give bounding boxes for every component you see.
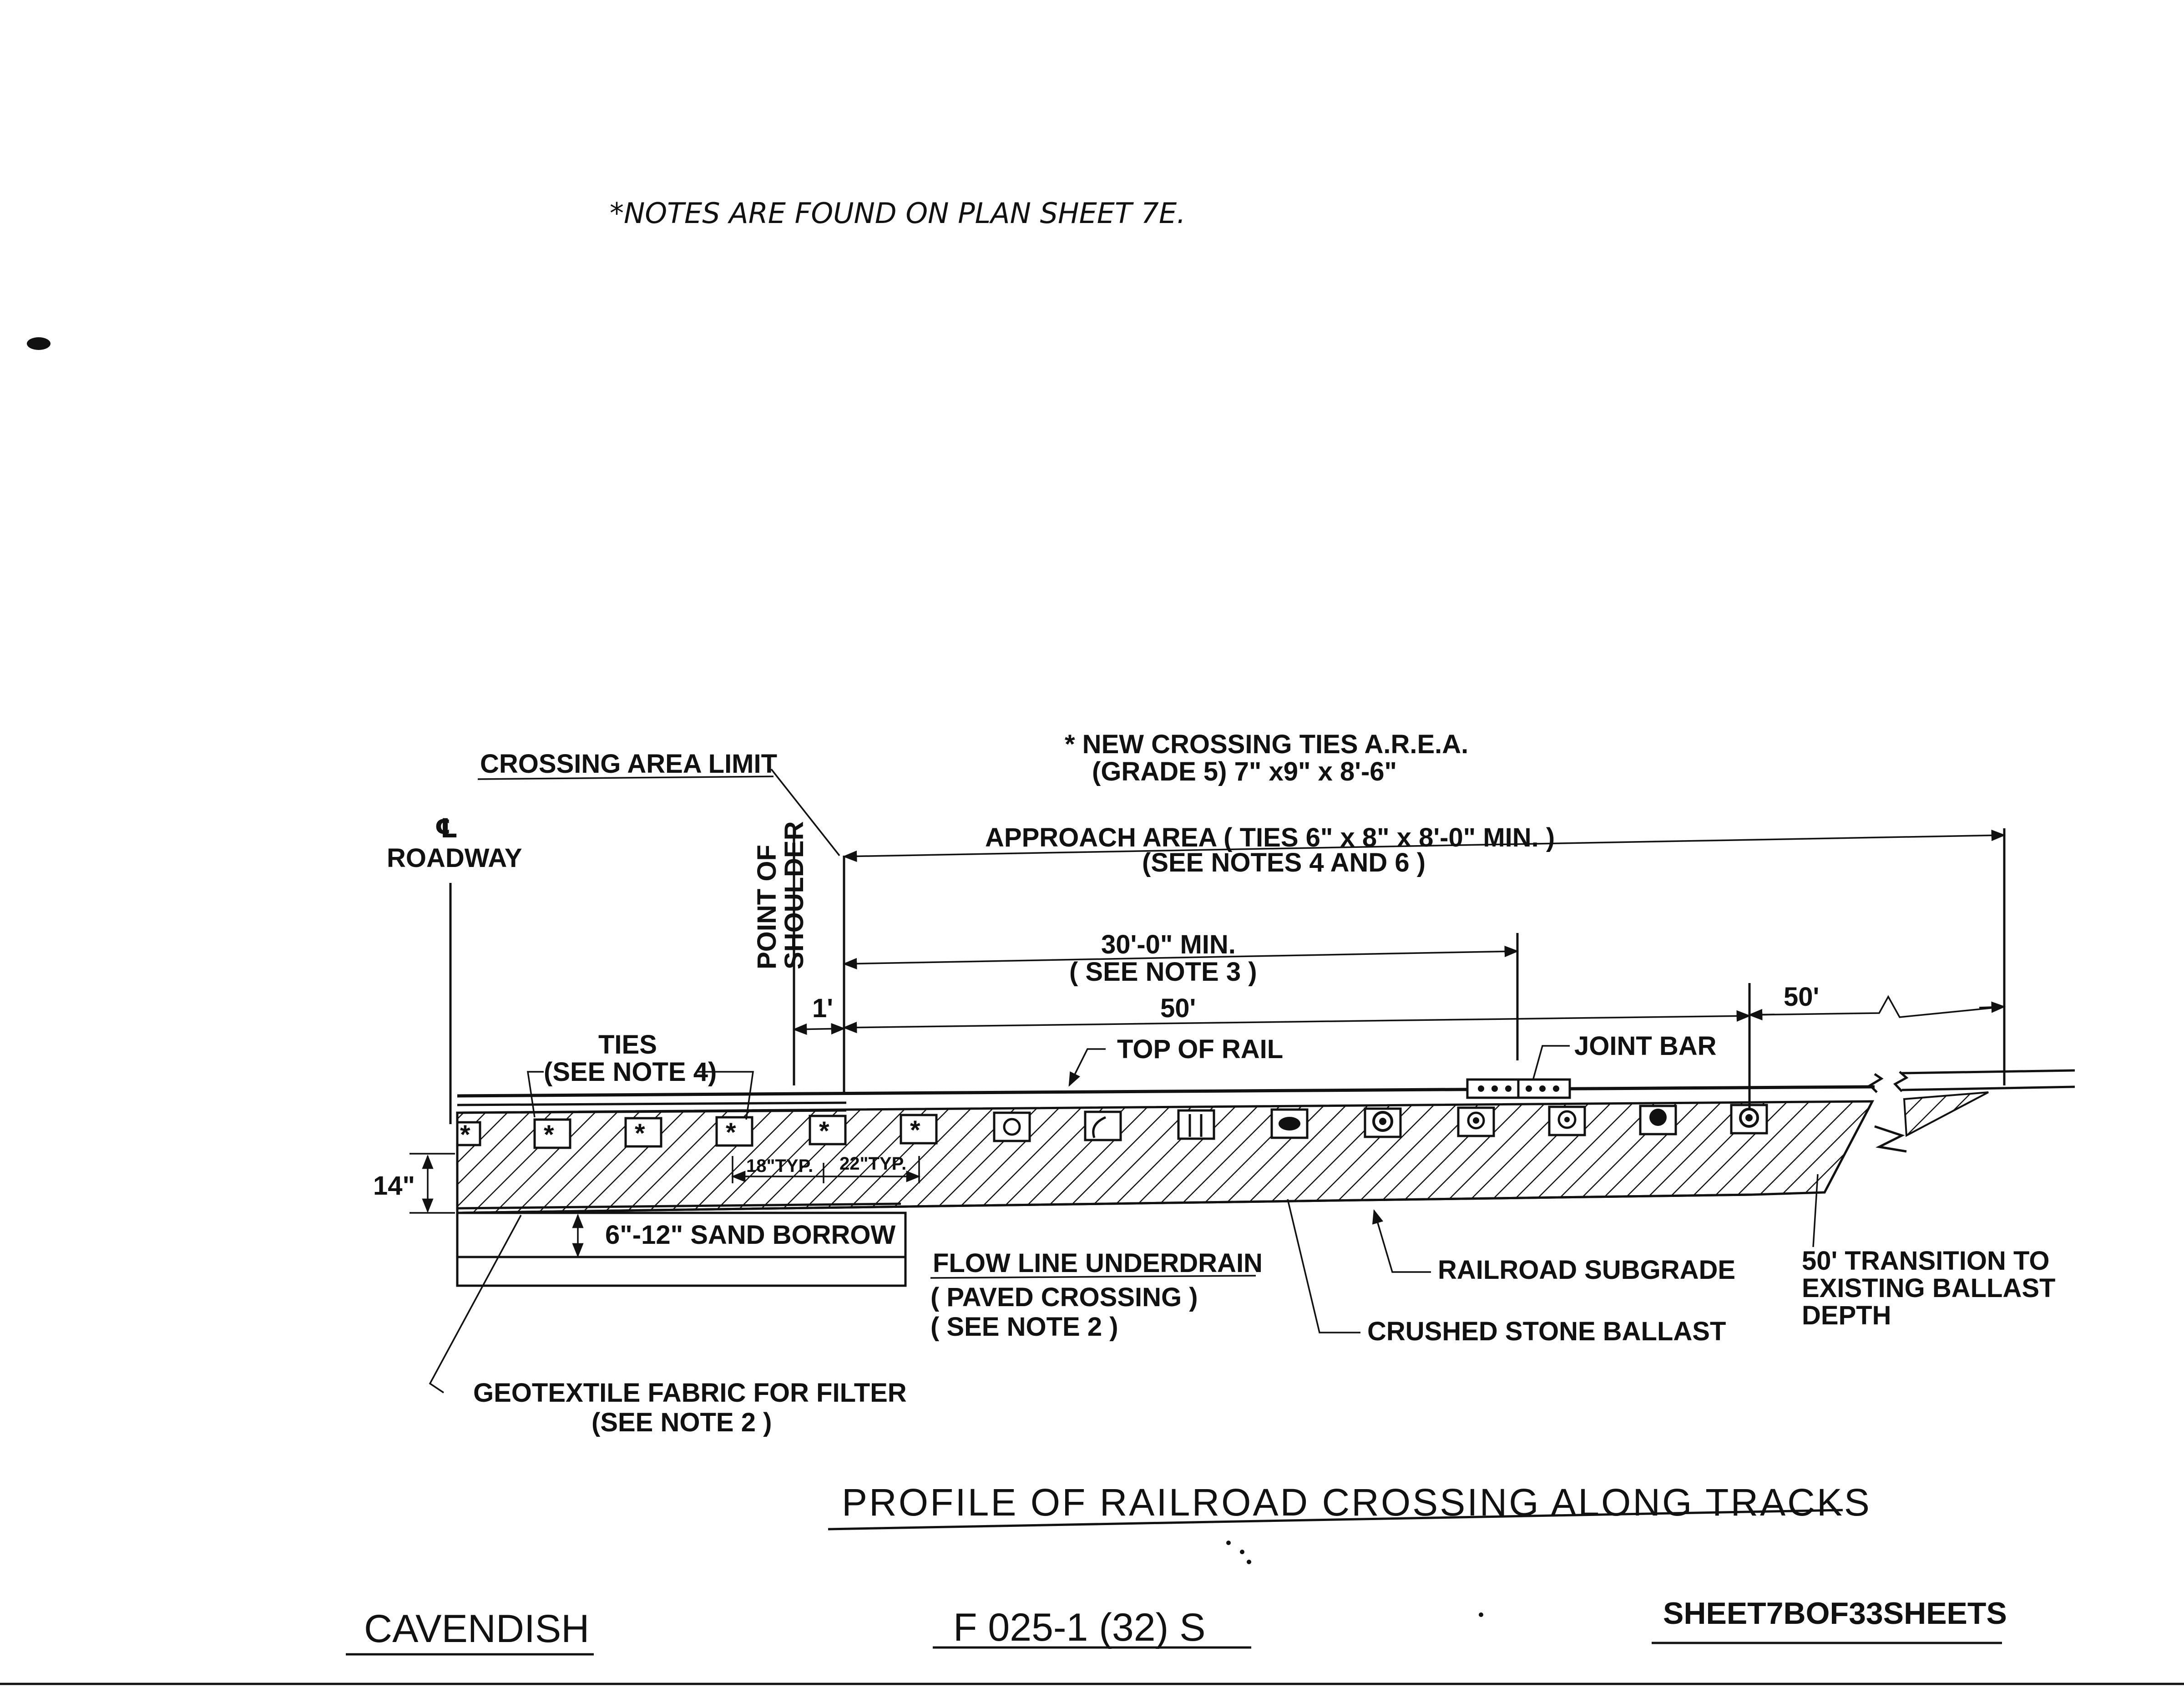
- tie-marker: *: [910, 1115, 920, 1145]
- tie-marker: *: [726, 1118, 736, 1147]
- sand-borrow-layer: [456, 1212, 907, 1287]
- crushed-stone-ballast-label: CRUSHED STONE BALLAST: [1367, 1317, 1726, 1346]
- min-30-label-line2: ( SEE NOTE 3 ): [1069, 957, 1257, 987]
- notes-header: *NOTES ARE FOUND ON PLAN SHEET 7E.: [610, 197, 1186, 230]
- tie-marker: *: [544, 1120, 554, 1150]
- transition-label-line3: DEPTH: [1802, 1301, 1891, 1330]
- min-30-label-line1: 30'-0" MIN.: [1101, 930, 1236, 959]
- geotextile-label-line2: (SEE NOTE 2 ): [592, 1408, 772, 1437]
- centerline-symbol: ℄: [435, 814, 458, 843]
- town-name: CAVENDISH: [364, 1607, 589, 1651]
- dim-14in-label: 14": [373, 1171, 415, 1201]
- railroad-subgrade-label: RAILROAD SUBGRADE: [1438, 1255, 1735, 1285]
- crossing-profile: * * * * * *: [410, 768, 2075, 1394]
- tie-marker: *: [460, 1120, 470, 1150]
- stray-dots: [1226, 1541, 1483, 1617]
- tie-marker: *: [819, 1116, 829, 1146]
- dim-50ft-right-label: 50': [1784, 982, 1819, 1012]
- flow-line-label-line2: ( PAVED CROSSING ): [930, 1282, 1198, 1312]
- existing-ballast-area: [1903, 1091, 1989, 1137]
- approach-area-label-line2: (SEE NOTES 4 AND 6 ): [1142, 848, 1426, 877]
- stray-mark: [27, 337, 51, 350]
- approach-ties: [993, 1104, 1768, 1142]
- drawing-title: PROFILE OF RAILROAD CROSSING ALONG TRACK…: [842, 1481, 1871, 1524]
- dim-22typ-label: 22"TYP.: [839, 1154, 906, 1174]
- dim-50ft-label: 50': [1160, 994, 1196, 1023]
- approach-area-label-line1: APPROACH AREA ( TIES 6" x 8" x 8'-0" MIN…: [985, 823, 1555, 852]
- point-of-shoulder-label: POINT OF SHOULDER: [752, 821, 809, 969]
- flow-line-label-line1: FLOW LINE UNDERDRAIN: [933, 1248, 1263, 1278]
- tie-marker: *: [635, 1119, 645, 1148]
- ties-label-line2: (SEE NOTE 4): [544, 1057, 717, 1087]
- title-block: CAVENDISH F 025-1 (32) S SHEET7BOF33SHEE…: [0, 1596, 2184, 1685]
- ties-label-line1: TIES: [598, 1030, 657, 1059]
- new-ties-label-line1: * NEW CROSSING TIES A.R.E.A.: [1065, 730, 1468, 759]
- top-of-rail-label: TOP OF RAIL: [1117, 1034, 1283, 1064]
- svg-text:POINT OF: POINT OF: [752, 845, 782, 969]
- joint-bar-label: JOINT BAR: [1574, 1031, 1717, 1061]
- new-ties-label-line2: (GRADE 5) 7" x9" x 8'-6": [1092, 757, 1397, 786]
- crossing-ties: * * * * * *: [456, 1114, 938, 1150]
- geotextile-label-line1: GEOTEXTILE FABRIC FOR FILTER: [473, 1378, 907, 1408]
- transition-label-line2: EXISTING BALLAST: [1802, 1273, 2055, 1303]
- dim-18typ-label: 18"TYP.: [746, 1156, 813, 1176]
- sand-borrow-label: 6"-12" SAND BORROW: [605, 1220, 896, 1250]
- svg-text:SHOULDER: SHOULDER: [779, 821, 809, 969]
- dim-1ft-label: 1': [812, 994, 833, 1023]
- project-number: F 025-1 (32) S: [953, 1606, 1205, 1649]
- top-of-rail-line: [457, 1085, 1875, 1098]
- sheet-count: SHEET7BOF33SHEETS: [1663, 1596, 2007, 1631]
- transition-label-line1: 50' TRANSITION TO: [1802, 1246, 2049, 1276]
- flow-line-label-line3: ( SEE NOTE 2 ): [930, 1312, 1118, 1342]
- crossing-area-limit-label: CROSSING AREA LIMIT: [480, 749, 777, 779]
- roadway-label: ROADWAY: [387, 843, 522, 873]
